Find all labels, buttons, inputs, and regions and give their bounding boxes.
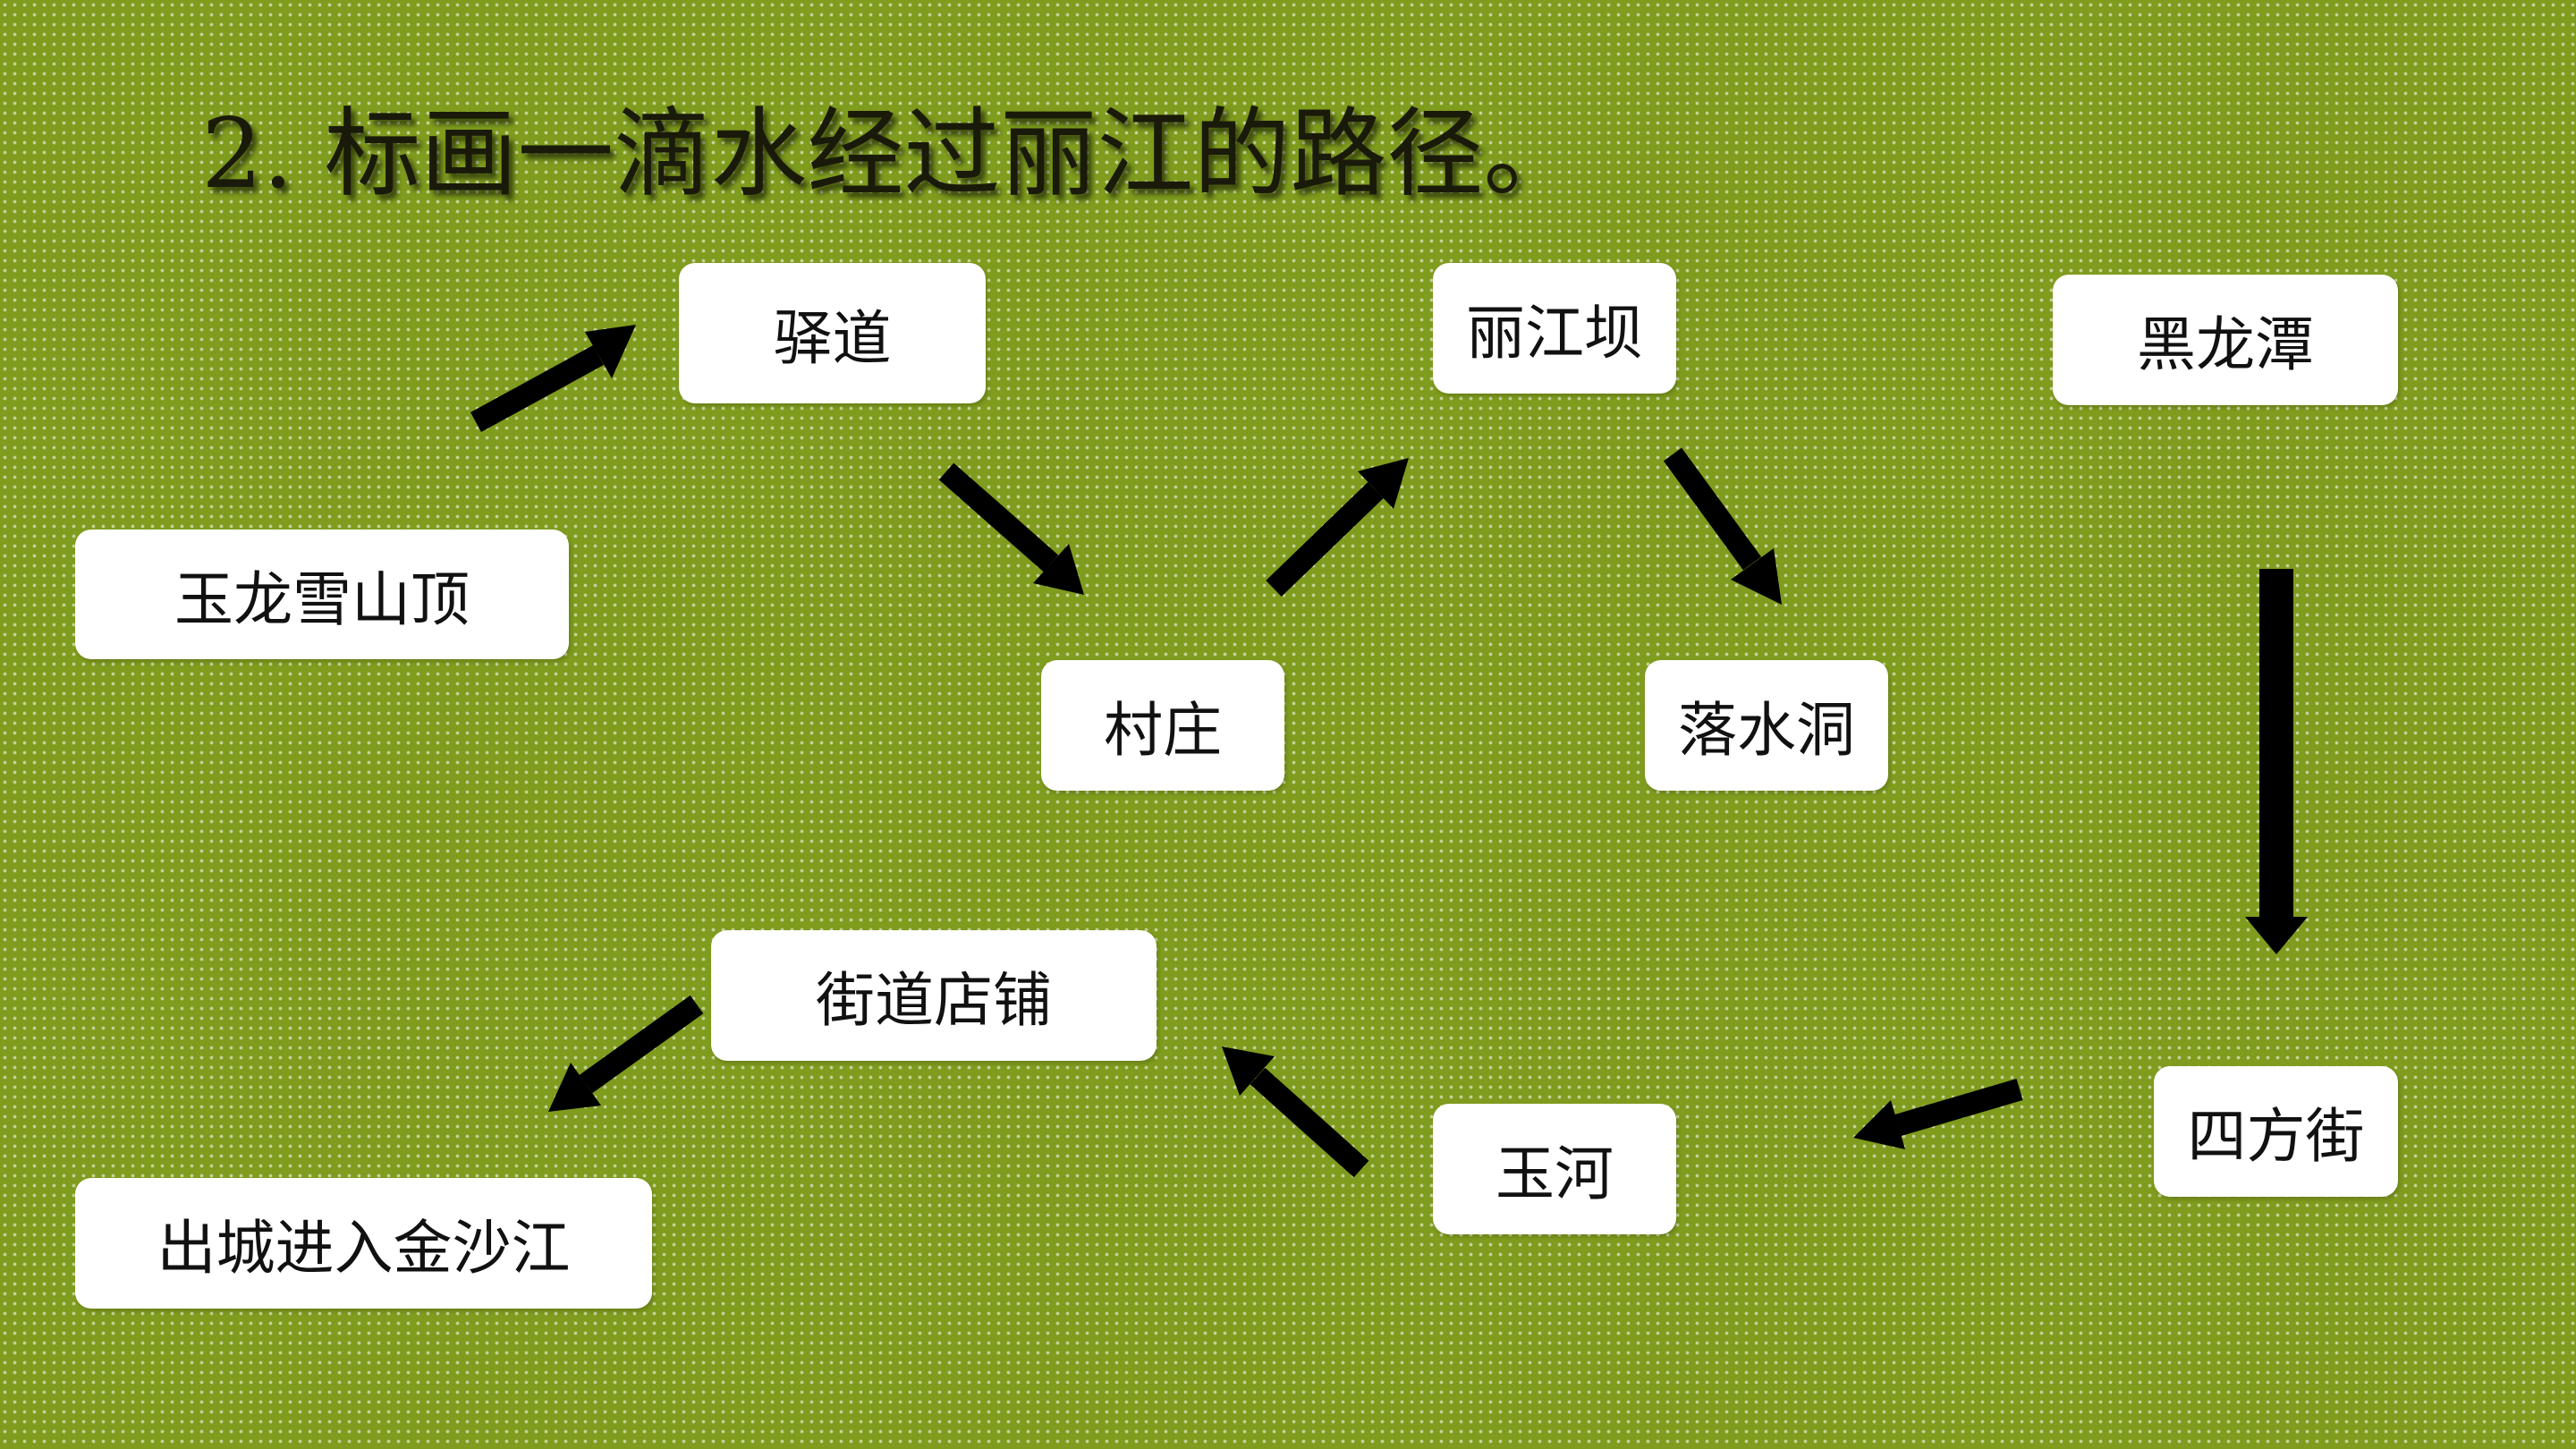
node-lijiang-dam: 丽江坝	[1433, 263, 1676, 394]
node-label: 驿道	[773, 303, 892, 373]
node-yulong-snow-peak: 玉龙雪山顶	[75, 530, 569, 659]
node-village: 村庄	[1041, 660, 1284, 791]
page-title: 2. 标画一滴水经过丽江的路径。	[201, 98, 1580, 210]
node-label: 四方街	[2187, 1102, 2365, 1171]
node-label: 出城进入金沙江	[157, 1214, 571, 1283]
node-label: 玉河	[1496, 1140, 1614, 1208]
node-label: 街道店铺	[816, 966, 1052, 1035]
node-label: 丽江坝	[1466, 299, 1643, 368]
node-black-dragon-pool: 黑龙潭	[2053, 275, 2398, 405]
node-jinsha-river-exit: 出城进入金沙江	[75, 1178, 652, 1309]
node-sifang-street: 四方街	[2154, 1066, 2398, 1197]
arrow-lijiang-dam-to-sinkhole	[1663, 447, 1782, 605]
arrow-black-dragon-pool-to-sifang-street	[2245, 569, 2308, 954]
node-label: 落水洞	[1678, 696, 1855, 765]
arrow-post-road-to-village	[938, 462, 1084, 595]
node-label: 玉龙雪山顶	[174, 564, 470, 634]
node-label: 黑龙潭	[2137, 310, 2314, 379]
arrow-street-shops-to-jinsha-river	[548, 995, 704, 1112]
arrow-sifang-street-to-jade-river	[1853, 1079, 2023, 1149]
node-street-shops: 街道店铺	[711, 930, 1157, 1061]
node-sinkhole: 落水洞	[1645, 660, 1888, 791]
arrow-snow-peak-to-post-road	[470, 325, 636, 432]
node-post-road: 驿道	[679, 263, 986, 403]
node-label: 村庄	[1104, 696, 1222, 765]
node-jade-river: 玉河	[1433, 1104, 1676, 1234]
arrow-village-to-lijiang-dam	[1266, 458, 1409, 597]
arrow-jade-river-to-street-shops	[1222, 1046, 1369, 1178]
